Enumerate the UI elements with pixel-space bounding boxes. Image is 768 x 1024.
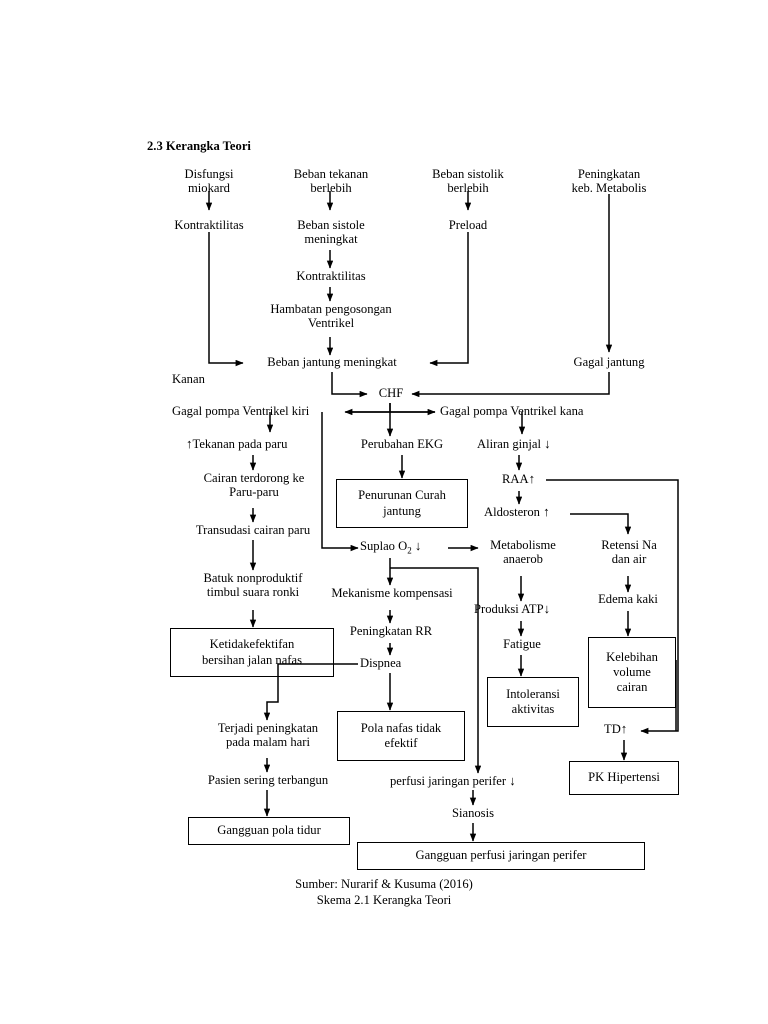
node-beban-sistole-meningkat-line2: meningkat	[304, 232, 358, 247]
arrow-down-icon: ↓	[544, 436, 551, 451]
node-beban-jantung-meningkat: Beban jantung meningkat	[267, 355, 397, 369]
node-cairan-terdorong-line1: Cairan terdorong ke	[203, 471, 305, 485]
node-peningkatan-keb-metabolis-line1: Peningkatan	[577, 167, 641, 181]
section-heading: 2.3 Kerangka Teori	[147, 139, 251, 153]
node-produksi-atp-label: Produksi ATP	[474, 602, 544, 616]
box-penurunan-curah-jantung: Penurunan Curah jantung	[336, 479, 468, 528]
arrow-down-icon: ↓	[543, 601, 551, 616]
node-disfungsi-miokard-line2: miokard	[188, 181, 230, 196]
node-suplao-o2: Suplao O2 ↓	[360, 538, 452, 556]
box-pola-nafas-line1: Pola nafas tidak	[360, 720, 442, 735]
node-kanan: Kanan	[172, 372, 205, 386]
node-fatigue: Fatigue	[503, 637, 541, 651]
node-kontraktilitas-kiri: Kontraktilitas	[174, 218, 244, 232]
node-metabolisme-line2: anaerob	[503, 552, 543, 567]
node-retensi-na-dan-air: Retensi Na dan air	[586, 538, 672, 567]
node-chf: CHF	[378, 386, 404, 400]
node-beban-tekanan-berlebih: Beban tekanan berlebih	[272, 167, 390, 196]
node-hambatan-line2: Ventrikel	[307, 316, 355, 331]
node-tekanan-pada-paru: ↑Tekanan pada paru	[186, 436, 326, 452]
node-metabolisme-anaerob: Metabolisme anaerob	[478, 538, 568, 567]
node-retensi-line2: dan air	[611, 552, 647, 567]
node-produksi-atp: Produksi ATP↓	[474, 601, 582, 617]
box-kelebihan-line3: cairan	[616, 680, 648, 695]
arrow-up-icon: ↑	[543, 504, 550, 519]
node-beban-tekanan-berlebih-line2: berlebih	[310, 181, 352, 196]
node-raa: RAA↑	[502, 471, 560, 487]
node-terjadi-peningkatan-line2: pada malam hari	[226, 735, 310, 750]
arrow-down-icon: ↓	[509, 773, 516, 788]
node-raa-label: RAA	[502, 472, 529, 486]
box-pola-nafas-line2: efektif	[384, 736, 418, 750]
node-suplao-o2-subscript: 2	[407, 545, 412, 556]
node-retensi-line1: Retensi Na	[601, 538, 657, 552]
node-aldosteron: Aldosteron ↑	[484, 504, 576, 520]
box-ketidakefektifan-bersihan-jalan-nafas: Ketidakefektifan bersihan jalan nafas	[170, 628, 334, 677]
box-pk-hipertensi: PK Hipertensi	[569, 761, 679, 795]
node-perfusi-jaringan-perifer: perfusi jaringan perifer ↓	[390, 773, 542, 789]
box-ketidakefektifan-line1: Ketidakefektifan	[209, 637, 295, 652]
box-penurunan-curah-line2: jantung	[383, 503, 421, 518]
node-metabolisme-line1: Metabolisme	[490, 538, 556, 552]
node-batuk-nonproduktif: Batuk nonproduktif timbul suara ronki	[176, 571, 330, 600]
caption-line-2: Skema 2.1 Kerangka Teori	[316, 893, 452, 908]
node-batuk-line2: timbul suara ronki	[206, 585, 300, 600]
node-td: TD↑	[604, 721, 648, 737]
node-sianosis: Sianosis	[452, 806, 494, 820]
box-intoleransi-line1: Intoleransi	[506, 686, 560, 701]
node-hambatan-line1: Hambatan pengosongan	[270, 302, 392, 316]
box-kelebihan-line1: Kelebihan	[606, 649, 658, 664]
node-td-label: TD	[604, 722, 621, 736]
node-perfusi-jaringan-perifer-label: perfusi jaringan perifer	[390, 774, 507, 788]
node-tekanan-pada-paru-label: Tekanan pada paru	[192, 437, 288, 451]
node-gagal-pompa-ventrikel-kiri: Gagal pompa Ventrikel kiri	[172, 404, 310, 418]
node-beban-sistolik-berlebih-line2: berlebih	[447, 181, 489, 196]
node-transudasi-cairan-paru: Transudasi cairan paru	[195, 523, 311, 537]
node-beban-sistolik-berlebih: Beban sistolik berlebih	[412, 167, 524, 196]
node-beban-sistole-meningkat-line1: Beban sistole	[297, 218, 365, 232]
node-terjadi-peningkatan-line1: Terjadi peningkatan	[217, 721, 319, 735]
node-disfungsi-miokard-line1: Disfungsi	[184, 167, 234, 181]
node-preload: Preload	[448, 218, 488, 232]
node-cairan-terdorong-ke-paru: Cairan terdorong ke Paru-paru	[180, 471, 328, 500]
arrow-up-icon: ↑	[528, 471, 536, 486]
node-dispnea: Dispnea	[360, 656, 402, 670]
node-beban-tekanan-berlebih-line1: Beban tekanan	[293, 167, 369, 181]
node-terjadi-peningkatan-pada-malam-hari: Terjadi peningkatan pada malam hari	[190, 721, 346, 750]
node-suplao-o2-label: Suplao O	[360, 539, 408, 553]
arrow-up-icon: ↑	[620, 721, 628, 736]
box-ketidakefektifan-line2: bersihan jalan nafas	[201, 652, 302, 667]
node-pasien-sering-terbangun: Pasien sering terbangun	[207, 773, 329, 787]
arrow-up-icon: ↑	[186, 436, 193, 451]
box-kelebihan-volume-cairan: Kelebihan volume cairan	[588, 637, 676, 708]
box-gangguan-pola-tidur: Gangguan pola tidur	[188, 817, 350, 845]
node-gagal-jantung: Gagal jantung	[573, 355, 645, 369]
node-edema-kaki: Edema kaki	[598, 592, 658, 606]
box-gangguan-perfusi-jaringan-perifer: Gangguan perfusi jaringan perifer	[357, 842, 645, 870]
node-hambatan-pengosongan-ventrikel: Hambatan pengosongan Ventrikel	[248, 302, 414, 331]
node-peningkatan-keb-metabolis: Peningkatan keb. Metabolis	[548, 167, 670, 196]
box-pola-nafas-tidak-efektif: Pola nafas tidak efektif	[337, 711, 465, 761]
node-cairan-terdorong-line2: Paru-paru	[229, 485, 279, 500]
node-aliran-ginjal: Aliran ginjal ↓	[477, 436, 587, 452]
node-peningkatan-keb-metabolis-line2: keb. Metabolis	[571, 181, 647, 196]
arrow-down-icon: ↓	[414, 538, 422, 553]
node-peningkatan-rr: Peningkatan RR	[349, 624, 433, 638]
box-intoleransi-aktivitas: Intoleransi aktivitas	[487, 677, 579, 727]
node-beban-sistole-meningkat: Beban sistole meningkat	[272, 218, 390, 247]
node-kontraktilitas-tengah: Kontraktilitas	[296, 269, 366, 283]
node-aldosteron-label: Aldosteron	[484, 505, 540, 519]
node-perubahan-ekg: Perubahan EKG	[360, 437, 444, 451]
node-aliran-ginjal-label: Aliran ginjal	[477, 437, 542, 451]
node-beban-sistolik-berlebih-line1: Beban sistolik	[432, 167, 504, 181]
box-penurunan-curah-line1: Penurunan Curah	[358, 488, 446, 503]
box-kelebihan-line2: volume	[613, 664, 651, 679]
node-batuk-line1: Batuk nonproduktif	[203, 571, 303, 585]
box-intoleransi-line2: aktivitas	[511, 702, 555, 716]
node-mekanisme-kompensasi: Mekanisme kompensasi	[331, 586, 453, 600]
caption-line-1: Sumber: Nurarif & Kusuma (2016)	[295, 877, 473, 891]
figure-caption: Sumber: Nurarif & Kusuma (2016) Skema 2.…	[234, 876, 534, 909]
node-gagal-pompa-ventrikel-kana: Gagal pompa Ventrikel kana	[440, 404, 584, 418]
node-disfungsi-miokard: Disfungsi miokard	[159, 167, 259, 196]
